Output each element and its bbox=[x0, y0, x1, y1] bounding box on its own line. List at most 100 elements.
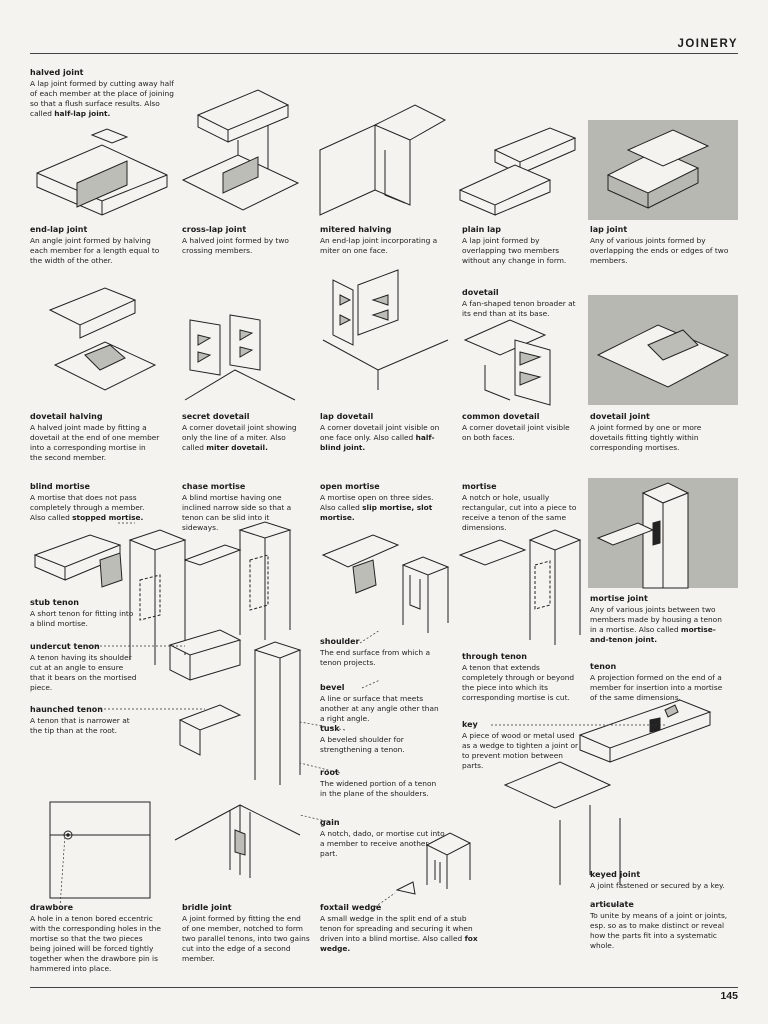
definition: An end-lap joint incorporating a miter o… bbox=[320, 236, 438, 255]
definition: A short tenon for fitting into a blind m… bbox=[30, 609, 134, 628]
definition: A joint formed by fitting the end of one… bbox=[182, 914, 310, 963]
also-called: fox wedge. bbox=[320, 934, 478, 953]
entry-articulate: articulate To unite by means of a joint … bbox=[590, 900, 730, 951]
entry-tenon: tenon A projection formed on the end of … bbox=[590, 662, 730, 703]
entry-bevel: bevel A line or surface that meets anoth… bbox=[320, 683, 445, 724]
entry-lap-joint: lap joint Any of various joints formed b… bbox=[590, 225, 730, 266]
dovetail-joint-illustration bbox=[588, 295, 738, 405]
term: articulate bbox=[590, 900, 634, 909]
term: root bbox=[320, 768, 339, 777]
also-called: half-lap joint. bbox=[54, 109, 111, 118]
term: open mortise bbox=[320, 482, 380, 491]
definition: A fan-shaped tenon broader at its end th… bbox=[462, 299, 576, 318]
halved-joint-illustration bbox=[32, 125, 172, 220]
term: end-lap joint bbox=[30, 225, 88, 234]
mortise-joint-illustration bbox=[588, 478, 738, 588]
term: tusk bbox=[320, 724, 340, 733]
definition: A lap joint formed by cutting away half … bbox=[30, 79, 174, 118]
definition: A tenon that extends completely through … bbox=[462, 663, 575, 702]
term: cross-lap joint bbox=[182, 225, 247, 234]
entry-drawbore: drawbore A hole in a tenon bored eccentr… bbox=[30, 903, 165, 974]
entry-tusk: tusk A beveled shoulder for strengthenin… bbox=[320, 724, 445, 755]
definition: A tenon that is narrower at the tip than… bbox=[30, 716, 130, 735]
term: dovetail joint bbox=[590, 412, 650, 421]
definition: A beveled shoulder for strengthening a t… bbox=[320, 735, 405, 754]
definition: A blind mortise having one inclined narr… bbox=[182, 493, 292, 532]
entry-mortise: mortise A notch or hole, usually rectang… bbox=[462, 482, 582, 533]
entry-foxtail-wedge: foxtail wedge A small wedge in the split… bbox=[320, 903, 485, 954]
blind-mortise-illustration bbox=[30, 525, 190, 665]
entry-mitered-halving: mitered halving An end-lap joint incorpo… bbox=[320, 225, 445, 256]
entry-secret-dovetail: secret dovetail A corner dovetail joint … bbox=[182, 412, 307, 453]
definition: Any of various joints between two member… bbox=[590, 605, 722, 644]
term: tenon bbox=[590, 662, 617, 671]
entry-cross-lap-joint: cross-lap joint A halved joint formed by… bbox=[182, 225, 307, 256]
entry-through-tenon: through tenon A tenon that extends compl… bbox=[462, 652, 580, 703]
term: gain bbox=[320, 818, 340, 827]
common-dovetail-illustration bbox=[455, 310, 575, 405]
also-called: slip mortise, slot mortise. bbox=[320, 503, 433, 522]
entry-halved-joint: halved joint A lap joint formed by cutti… bbox=[30, 68, 180, 119]
term: bridle joint bbox=[182, 903, 232, 912]
definition: A notch, dado, or mortise cut into a mem… bbox=[320, 829, 445, 858]
entry-key: key A piece of wood or metal used as a w… bbox=[462, 720, 580, 771]
term: plain lap bbox=[462, 225, 501, 234]
definition: A joint fastened or secured by a key. bbox=[590, 881, 725, 890]
definition: Any of various joints formed by overlapp… bbox=[590, 236, 729, 265]
bridle-joint-illustration bbox=[170, 760, 310, 880]
entry-keyed-joint: keyed joint A joint fastened or secured … bbox=[590, 870, 730, 891]
term: drawbore bbox=[30, 903, 74, 912]
term: through tenon bbox=[462, 652, 527, 661]
undercut-tenon-illustration bbox=[160, 630, 310, 790]
entry-bridle-joint: bridle joint A joint formed by fitting t… bbox=[182, 903, 310, 964]
term: dovetail bbox=[462, 288, 499, 297]
definition: A lap joint formed by overlapping two me… bbox=[462, 236, 567, 265]
definition: A hole in a tenon bored eccentric with t… bbox=[30, 914, 161, 973]
drawbore-illustration bbox=[48, 800, 153, 900]
definition: A tenon having its shoulder cut at an an… bbox=[30, 653, 137, 692]
term: common dovetail bbox=[462, 412, 540, 421]
term: secret dovetail bbox=[182, 412, 250, 421]
definition: A halved joint made by fitting a dovetai… bbox=[30, 423, 160, 462]
definition: The end surface from which a tenon proje… bbox=[320, 648, 430, 667]
term: mitered halving bbox=[320, 225, 392, 234]
term: chase mortise bbox=[182, 482, 246, 491]
entry-chase-mortise: chase mortise A blind mortise having one… bbox=[182, 482, 307, 533]
definition: To unite by means of a joint or joints, … bbox=[590, 911, 728, 950]
definition: A mortise that does not pass completely … bbox=[30, 493, 145, 522]
term: dovetail halving bbox=[30, 412, 103, 421]
term: key bbox=[462, 720, 478, 729]
definition: A corner dovetail joint visible on one f… bbox=[320, 423, 440, 452]
entry-gain: gain A notch, dado, or mortise cut into … bbox=[320, 818, 445, 859]
definition: A projection formed on the end of a memb… bbox=[590, 673, 723, 702]
definition: A corner dovetail joint showing only the… bbox=[182, 423, 297, 452]
dovetail-halving-illustration bbox=[30, 280, 160, 400]
plain-lap-illustration bbox=[455, 120, 580, 215]
lap-dovetail-illustration bbox=[318, 260, 453, 395]
entry-open-mortise: open mortise A mortise open on three sid… bbox=[320, 482, 450, 523]
term: undercut tenon bbox=[30, 642, 100, 651]
definition: A piece of wood or metal used as a wedge… bbox=[462, 731, 579, 770]
definition: The widened portion of a tenon in the pl… bbox=[320, 779, 437, 798]
term: mortise bbox=[462, 482, 497, 491]
entry-plain-lap: plain lap A lap joint formed by overlapp… bbox=[462, 225, 580, 266]
entry-root: root The widened portion of a tenon in t… bbox=[320, 768, 445, 799]
entry-haunched-tenon: haunched tenon A tenon that is narrower … bbox=[30, 705, 140, 736]
entry-dovetail-joint: dovetail joint A joint formed by one or … bbox=[590, 412, 730, 453]
definition: A halved joint formed by two crossing me… bbox=[182, 236, 289, 255]
footer-rule bbox=[30, 987, 738, 988]
term: mortise joint bbox=[590, 594, 648, 603]
foxtail-wedge-illustration bbox=[395, 880, 417, 900]
term: bevel bbox=[320, 683, 345, 692]
cross-lap-joint-illustration bbox=[178, 85, 303, 215]
secret-dovetail-illustration bbox=[180, 290, 310, 405]
entry-stub-tenon: stub tenon A short tenon for fitting int… bbox=[30, 598, 140, 629]
definition: A line or surface that meets another at … bbox=[320, 694, 439, 723]
term: blind mortise bbox=[30, 482, 90, 491]
also-called: miter dovetail. bbox=[206, 443, 268, 452]
entry-common-dovetail: common dovetail A corner dovetail joint … bbox=[462, 412, 580, 443]
chase-mortise-illustration bbox=[180, 520, 305, 640]
term: stub tenon bbox=[30, 598, 79, 607]
entry-end-lap-joint: end-lap joint An angle joint formed by h… bbox=[30, 225, 165, 266]
